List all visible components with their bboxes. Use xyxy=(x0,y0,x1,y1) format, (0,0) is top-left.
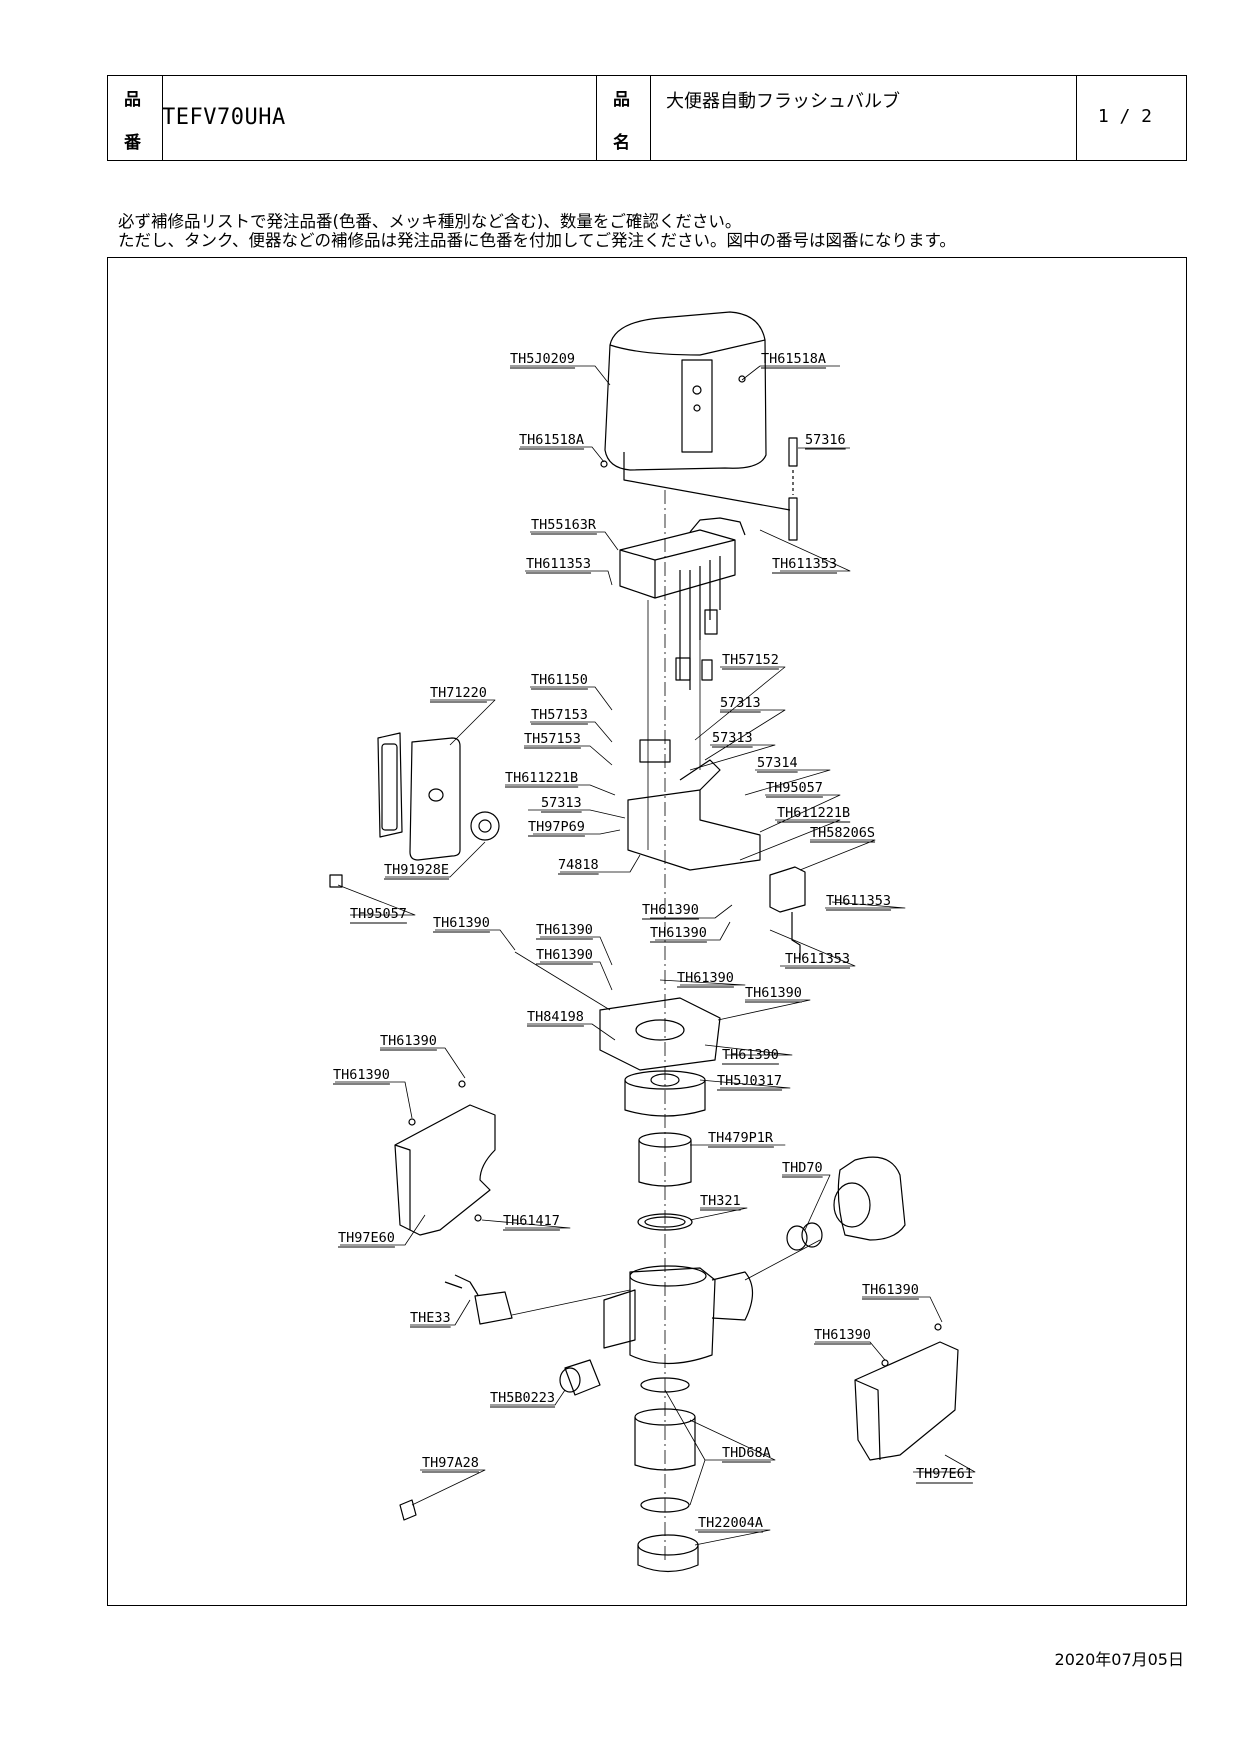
part-label-TH611353-2: TH611353 xyxy=(772,556,837,572)
part-number-label-2: 番 xyxy=(124,133,141,153)
part-label-THD70: THD70 xyxy=(782,1160,823,1176)
notice-line-1: 必ず補修品リストで発注品番(色番、メッキ種別など含む)、数量をご確認ください。 xyxy=(118,212,742,231)
part-label-TH84198: TH84198 xyxy=(527,1009,584,1025)
part-label-TH57153-2: TH57153 xyxy=(524,731,581,747)
part-label-57314: 57314 xyxy=(757,755,798,771)
part-label-TH61518A-2: TH61518A xyxy=(519,432,584,448)
part-label-57313-2: 57313 xyxy=(712,730,753,746)
part-label-TH61390-5: TH61390 xyxy=(536,947,593,963)
part-label-TH95057-2: TH95057 xyxy=(350,906,407,922)
part-label-TH611221B: TH611221B xyxy=(505,770,578,786)
part-label-THE33: THE33 xyxy=(410,1310,451,1326)
part-label-TH5J0209: TH5J0209 xyxy=(510,351,575,367)
part-label-TH97E60: TH97E60 xyxy=(338,1230,395,1246)
part-label-TH61390-7: TH61390 xyxy=(745,985,802,1001)
issue-date: 2020年07月05日 xyxy=(1054,1650,1184,1669)
product-name-label-2: 名 xyxy=(613,133,630,153)
part-label-TH55163R: TH55163R xyxy=(531,517,597,533)
title-block: 品 番 TEFV70UHA 品 名 大便器自動フラッシュバルブ 1 / 2 xyxy=(107,75,1187,161)
part-label-TH61390-9: TH61390 xyxy=(380,1033,437,1049)
part-label-TH61390-2: TH61390 xyxy=(650,925,707,941)
notice-line-2: ただし、タンク、便器などの補修品は発注品番に色番を付加してご発注ください。図中の… xyxy=(118,231,956,250)
part-label-TH61150: TH61150 xyxy=(531,672,588,688)
part-label-TH22004A: TH22004A xyxy=(698,1515,763,1531)
part-label-TH61390-8: TH61390 xyxy=(722,1047,779,1063)
part-label-TH61518A: TH61518A xyxy=(761,351,826,367)
part-label-TH61417: TH61417 xyxy=(503,1213,560,1229)
part-label-THD68A: THD68A xyxy=(722,1445,771,1461)
part-label-57313: 57313 xyxy=(720,695,761,711)
part-number-label: 品 xyxy=(124,90,141,110)
diagram-frame xyxy=(107,257,1187,1606)
part-label-TH61390-4: TH61390 xyxy=(536,922,593,938)
part-label-TH61390-12: TH61390 xyxy=(814,1327,871,1343)
part-label-TH611353-4: TH611353 xyxy=(785,951,850,967)
part-label-TH61390-11: TH61390 xyxy=(862,1282,919,1298)
part-label-TH5J0317: TH5J0317 xyxy=(717,1073,782,1089)
part-label-TH61390: TH61390 xyxy=(642,902,699,918)
part-number: TEFV70UHA xyxy=(162,105,286,130)
part-label-57313-3: 57313 xyxy=(541,795,582,811)
part-label-74818: 74818 xyxy=(558,857,599,873)
part-label-TH57153: TH57153 xyxy=(531,707,588,723)
part-label-TH71220: TH71220 xyxy=(430,685,487,701)
part-label-TH611353-3: TH611353 xyxy=(826,893,891,909)
page-number: 1 / 2 xyxy=(1097,106,1152,127)
part-label-TH57152: TH57152 xyxy=(722,652,779,668)
part-label-TH611353: TH611353 xyxy=(526,556,591,572)
part-label-TH61390-6: TH61390 xyxy=(677,970,734,986)
part-label-TH321: TH321 xyxy=(700,1193,741,1209)
part-label-TH5B0223: TH5B0223 xyxy=(490,1390,555,1406)
part-label-TH61390-10: TH61390 xyxy=(333,1067,390,1083)
part-label-TH611221B-2: TH611221B xyxy=(777,805,850,821)
part-label-TH97E61: TH97E61 xyxy=(916,1466,973,1482)
part-label-TH61390-3: TH61390 xyxy=(433,915,490,931)
part-label-TH479P1R: TH479P1R xyxy=(708,1130,774,1146)
part-label-TH97A28: TH97A28 xyxy=(422,1455,479,1471)
product-name-label: 品 xyxy=(613,90,630,110)
part-label-57316: 57316 xyxy=(805,432,846,448)
part-label-TH97P69: TH97P69 xyxy=(528,819,585,835)
part-label-TH91928E: TH91928E xyxy=(384,862,449,878)
part-label-TH58206S: TH58206S xyxy=(810,825,875,841)
product-name: 大便器自動フラッシュバルブ xyxy=(666,91,900,112)
part-label-TH95057: TH95057 xyxy=(766,780,823,796)
